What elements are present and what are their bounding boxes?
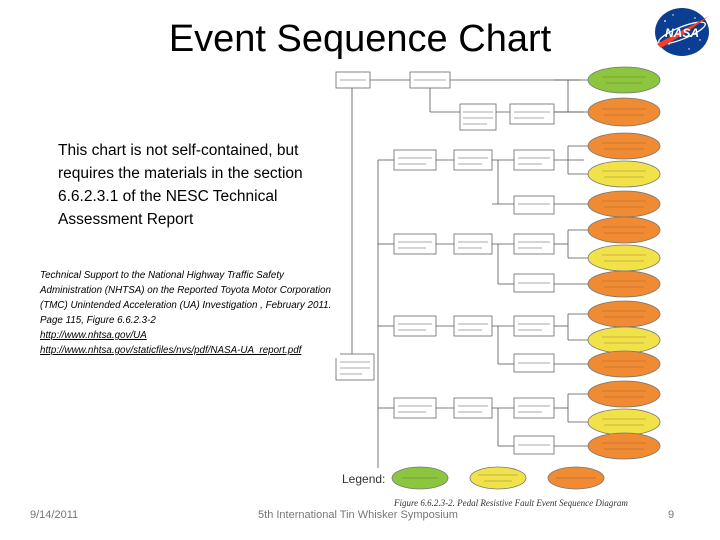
legend-label: Legend:: [342, 472, 386, 486]
nasa-logo-text: NASA: [665, 26, 699, 40]
reference-text: Technical Support to the National Highwa…: [40, 270, 332, 326]
reference-link-ua[interactable]: http://www.nhtsa.gov/UA: [40, 330, 147, 341]
slide-title: Event Sequence Chart: [168, 18, 552, 60]
reference-link-report-pdf[interactable]: http://www.nhtsa.gov/staticfiles/nvs/pdf…: [40, 345, 302, 356]
footer-event-name: 5th International Tin Whisker Symposium: [258, 509, 458, 521]
footer-date: 9/14/2011: [30, 509, 79, 521]
nasa-logo: NASA: [655, 8, 709, 56]
event-sequence-diagram: [335, 66, 661, 490]
self-contained-note: This chart is not self-contained, but re…: [58, 139, 338, 231]
page-number: 9: [668, 509, 675, 521]
reference-block: Technical Support to the National Highwa…: [40, 268, 340, 358]
figure-caption: Figure 6.6.2.3-2. Pedal Resistive Fault …: [394, 498, 628, 508]
